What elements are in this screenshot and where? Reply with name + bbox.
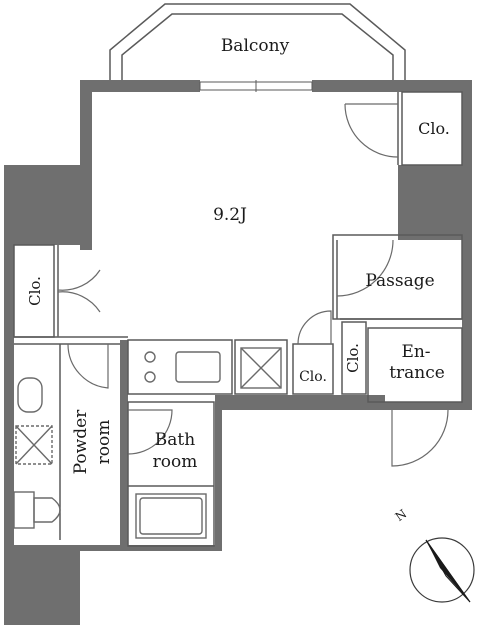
powder-room-label-2: room — [94, 420, 114, 465]
toilet — [13, 491, 61, 529]
doors — [57, 103, 449, 467]
closet-left-label: Clo. — [26, 276, 44, 306]
room-labels: Balcony 9.2J Clo. Clo. Passage Clo. Clo.… — [26, 36, 450, 474]
passage-label: Passage — [365, 271, 434, 291]
closet-top-right-label: Clo. — [418, 119, 450, 138]
balcony — [109, 3, 406, 80]
bathtub — [135, 493, 207, 539]
closet-kitchen-label: Clo. — [299, 369, 327, 385]
washbasin — [17, 377, 43, 413]
compass: N — [393, 507, 475, 603]
balcony-label: Balcony — [221, 36, 290, 56]
north-label: N — [393, 507, 410, 524]
walls — [4, 80, 472, 625]
bath-room-label-1: Bath — [155, 430, 195, 450]
entrance-label-1: En- — [401, 342, 430, 362]
bath-room-label-2: room — [153, 452, 198, 472]
entrance-label-2: trance — [389, 363, 445, 383]
washer-drain — [240, 347, 282, 389]
powder-room-label-1: Powder — [71, 409, 91, 474]
stove — [144, 351, 221, 383]
main-room-label: 9.2J — [213, 205, 247, 225]
closet-entrance-label: Clo. — [344, 343, 362, 373]
floor-drain — [15, 425, 53, 465]
